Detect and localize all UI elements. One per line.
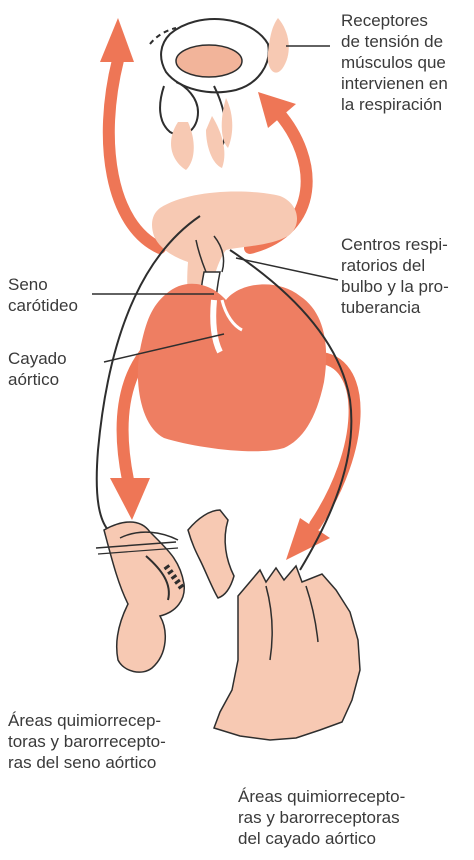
label-respiratory-centers: Centros respi- ratorios del bulbo y la p…	[341, 234, 471, 318]
left-upward-arrow	[100, 18, 160, 248]
heart	[138, 284, 326, 452]
lungs-and-respiratory-muscles	[150, 18, 289, 170]
label-respiratory-muscle-receptors: Receptores de tensión de músculos que in…	[341, 10, 471, 115]
label-aortic-arch-receptor-areas: Áreas quimiorrecepto- ras y barorrecepto…	[238, 786, 468, 849]
label-sinus-receptor-areas: Áreas quimiorrecep- toras y barorrecepto…	[8, 710, 228, 773]
aortic-arch-structure	[214, 566, 360, 740]
label-aortic-arch: Cayado aórtico	[8, 348, 118, 390]
label-carotid-sinus: Seno carótideo	[8, 274, 118, 316]
carotid-sinus-structure	[96, 510, 234, 672]
